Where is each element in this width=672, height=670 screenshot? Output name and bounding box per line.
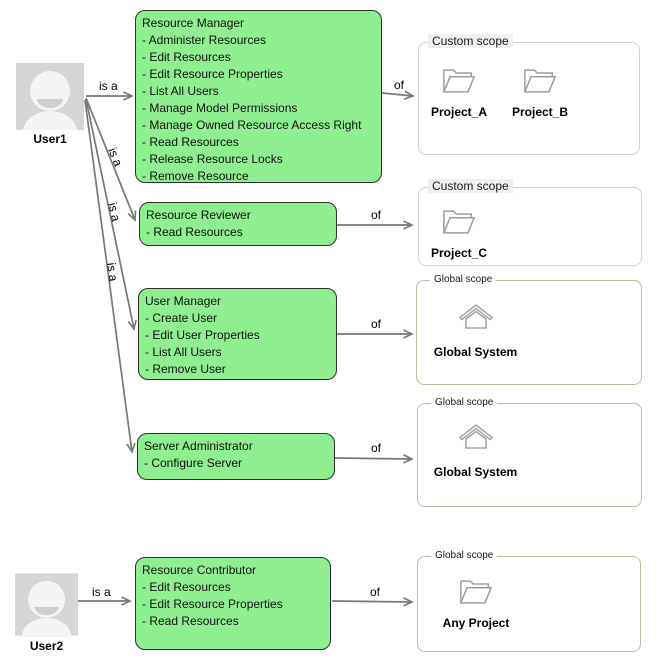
edge-label-is-a: is a [99,79,118,93]
user-node-label: User1 [33,132,67,146]
role-title: Resource Manager [142,16,245,30]
scope-label: Global scope [431,397,498,408]
home-icon [457,302,495,336]
folder-icon [442,203,476,237]
scope-item-label: Project_C [430,246,488,260]
role-title: Resource Reviewer [146,208,251,222]
scope-label: Custom scope [428,179,513,193]
edge-label-of: of [371,317,382,331]
permission-item: - Edit Resources [142,580,231,594]
user-icon [15,573,78,657]
permission-item: - Read Resources [142,135,239,149]
role-title: User Manager [145,294,222,308]
permission-item: - Edit Resources [142,50,231,64]
scope-item-project-c: Project_C [420,203,498,260]
arrow-resource-contributor-scope [331,597,414,607]
permission-item: - Read Resources [142,614,239,628]
user-icon [16,63,84,153]
edge-label-of: of [370,585,381,599]
scope-item-label: Project_B [511,105,569,119]
permission-item: - Create User [145,311,218,325]
scope-item-global-system: Global System [428,422,523,479]
user-node-user2 [15,572,78,657]
arrow-user1-resource-reviewer [85,97,137,222]
edge-label-of: of [371,441,382,455]
arrow-user1-server-administrator [84,99,136,454]
role-box-resource-contributor: Resource Contributor - Edit Resources - … [135,557,331,650]
permission-item: - Edit Resource Properties [142,67,283,81]
scope-label: Custom scope [428,34,513,48]
home-icon [457,422,495,456]
folder-icon [442,62,476,96]
scope-item-project-b: Project_B [500,62,580,119]
scope-item-global-system: Global System [428,302,523,359]
permission-item: - List All Users [142,84,219,98]
role-title: Resource Contributor [142,563,257,577]
permission-item: - Configure Server [144,456,243,470]
permission-item: - List All Users [145,345,222,359]
permission-item: - Manage Model Permissions [142,101,298,115]
role-box-resource-manager: Resource Manager - Administer Resources … [135,10,382,183]
permission-item: - Edit Resource Properties [142,597,283,611]
permission-item: - Administer Resources [142,33,267,47]
permission-item: - Manage Owned Resource Access Right [142,118,362,132]
arrow-server-administrator-scope [334,454,414,464]
scope-label: Global scope [431,550,498,561]
edge-label-is-a: is a [104,261,121,283]
scope-item-any-project: Any Project [432,573,520,630]
arrow-resource-manager-scope [381,90,415,100]
user-node-label: User2 [29,639,64,653]
folder-icon [459,573,493,607]
user-node-user1 [16,63,84,153]
scope-item-label: Global System [433,345,518,359]
permission-item: - Remove Resource [142,169,249,183]
role-box-resource-reviewer: Resource Reviewer - Read Resources [139,202,337,246]
edge-label-is-a: is a [92,585,111,599]
folder-icon [523,62,557,96]
role-title: Server Administrator [144,439,253,453]
role-box-server-administrator: Server Administrator - Configure Server [137,433,335,480]
scope-item-label: Global System [433,465,518,479]
edge-label-of: of [394,78,405,92]
scope-box-global-3: Global scope [417,550,641,652]
scope-item-project-a: Project_A [420,62,498,119]
permission-item: - Release Resource Locks [142,152,283,166]
permission-item: - Edit User Properties [145,328,260,342]
role-box-user-manager: User Manager - Create User - Edit User P… [138,288,337,380]
scope-box-global-1: Global scope [416,274,642,385]
scope-item-label: Any Project [442,616,510,630]
scope-item-label: Project_A [430,105,488,119]
edge-label-of: of [371,208,382,222]
permission-item: - Read Resources [146,225,243,239]
scope-box-global-2: Global scope [417,397,642,507]
arrow-user1-user-manager [85,98,137,331]
scope-box-custom-1: Custom scope [418,34,640,155]
scope-label: Global scope [430,274,497,285]
permission-item: - Remove User [145,362,226,376]
